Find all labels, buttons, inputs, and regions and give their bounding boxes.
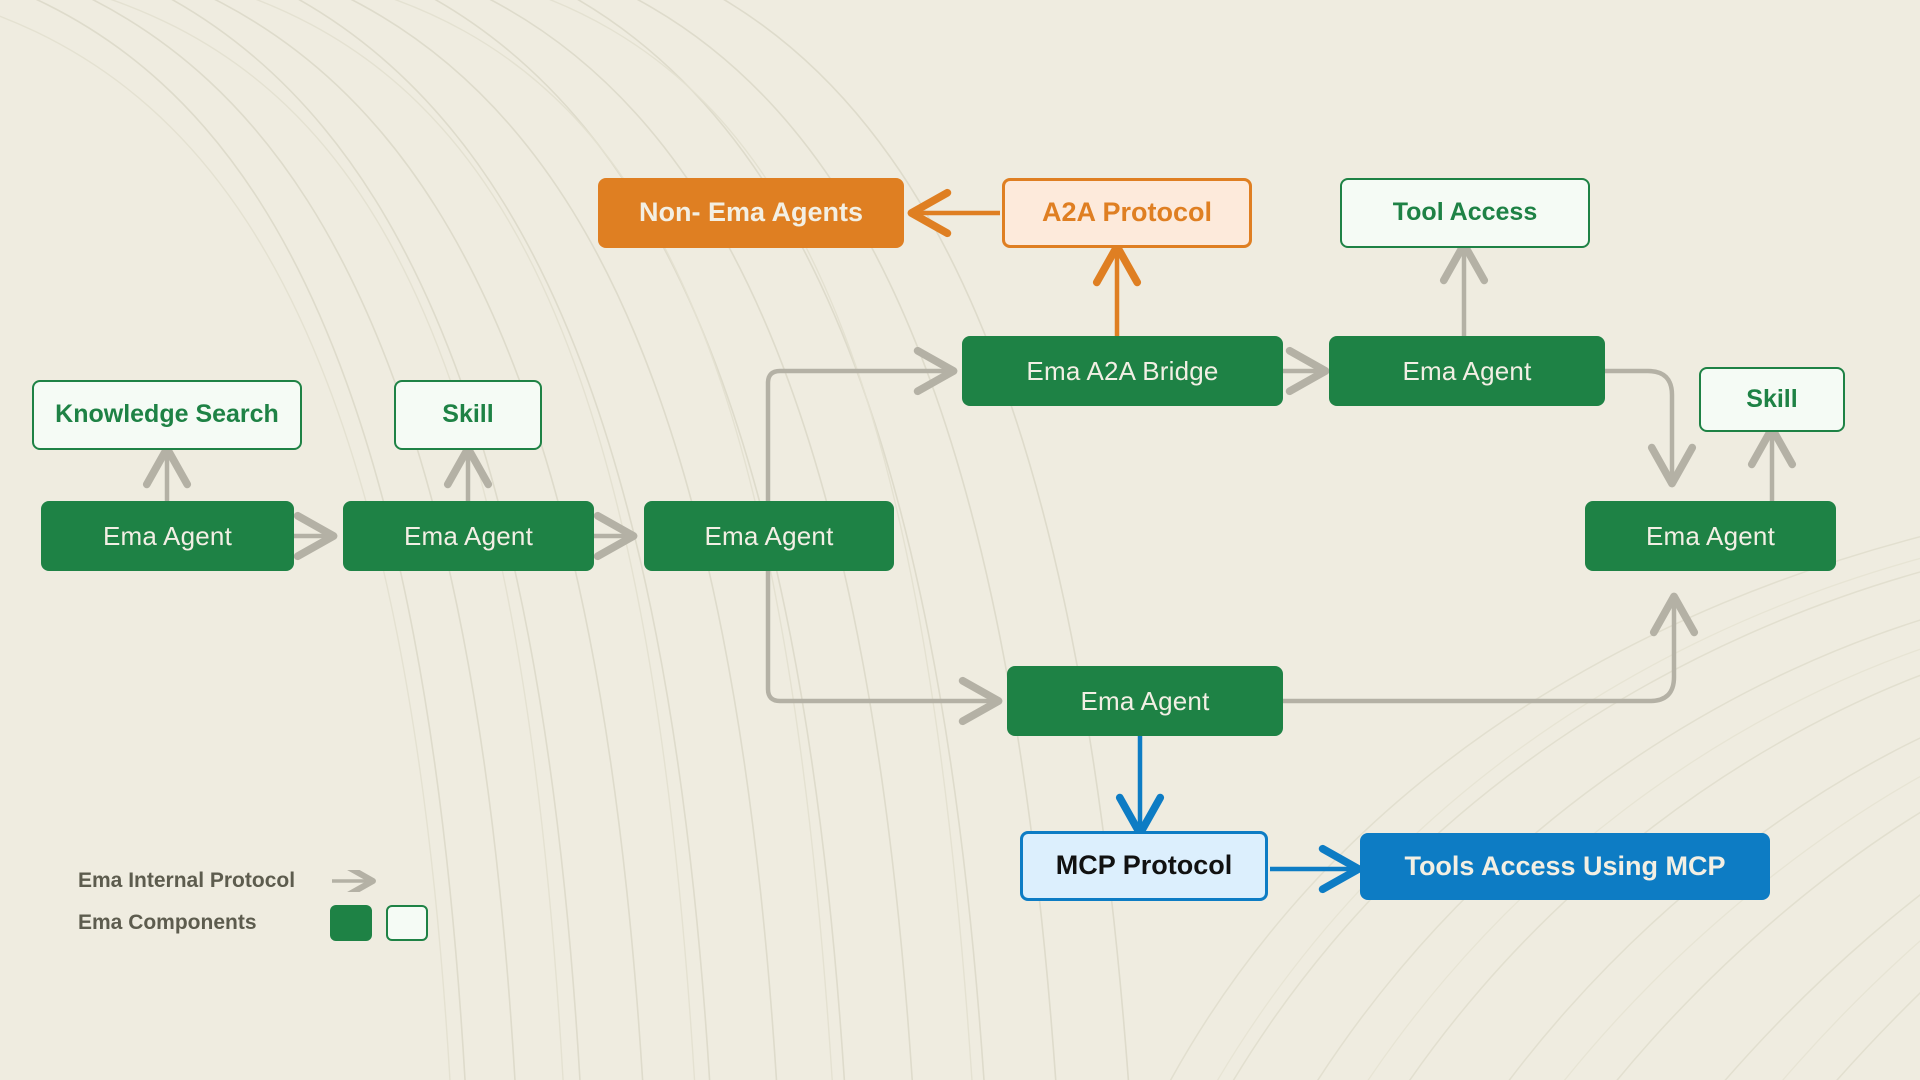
node-label: Ema Agent <box>1646 520 1775 551</box>
node-label: Skill <box>442 400 494 429</box>
node-label: Ema Agent <box>404 520 533 551</box>
node-label: Ema Agent <box>1080 685 1210 716</box>
node-label: Ema Agent <box>103 520 232 551</box>
node-label: A2A Protocol <box>1041 197 1212 228</box>
node-label: Tools Access Using MCP <box>1404 850 1726 881</box>
node-ema-agent-2[interactable]: Ema Agent <box>343 501 594 571</box>
legend: Ema Internal Protocol Ema Components <box>78 860 428 944</box>
node-label: Tool Access <box>1392 198 1538 227</box>
node-mcp-protocol[interactable]: MCP Protocol <box>1020 831 1268 901</box>
node-skill-right[interactable]: Skill <box>1699 367 1845 432</box>
node-ema-agent-1[interactable]: Ema Agent <box>41 501 294 571</box>
node-label: Non- Ema Agents <box>638 197 863 228</box>
node-skill-left[interactable]: Skill <box>394 380 542 450</box>
node-label: MCP Protocol <box>1055 850 1233 881</box>
node-label: Ema A2A Bridge <box>1026 355 1219 386</box>
node-non-ema-agents[interactable]: Non- Ema Agents <box>598 178 904 248</box>
node-knowledge-search[interactable]: Knowledge Search <box>32 380 302 450</box>
node-ema-agent-3[interactable]: Ema Agent <box>644 501 894 571</box>
node-a2a-protocol[interactable]: A2A Protocol <box>1002 178 1252 248</box>
node-ema-agent-right-lower[interactable]: Ema Agent <box>1585 501 1836 571</box>
node-tool-access[interactable]: Tool Access <box>1340 178 1590 248</box>
node-ema-agent-bridge-right[interactable]: Ema Agent <box>1329 336 1605 406</box>
swatch-green-outline-icon <box>386 905 428 941</box>
node-ema-agent-mcp[interactable]: Ema Agent <box>1007 666 1283 736</box>
node-label: Skill <box>1746 384 1798 413</box>
arrow-right-icon <box>332 870 376 892</box>
node-label: Knowledge Search <box>55 400 279 429</box>
legend-row-components: Ema Components <box>78 902 428 944</box>
legend-row-internal-protocol: Ema Internal Protocol <box>78 860 428 902</box>
legend-label-internal-protocol: Ema Internal Protocol <box>78 869 296 892</box>
swatch-green-solid-icon <box>330 905 372 941</box>
node-label: Ema Agent <box>704 520 834 551</box>
node-ema-a2a-bridge[interactable]: Ema A2A Bridge <box>962 336 1283 406</box>
node-label: Ema Agent <box>1402 355 1532 386</box>
node-tools-access-using-mcp[interactable]: Tools Access Using MCP <box>1360 833 1770 900</box>
legend-label-components: Ema Components <box>78 911 257 934</box>
